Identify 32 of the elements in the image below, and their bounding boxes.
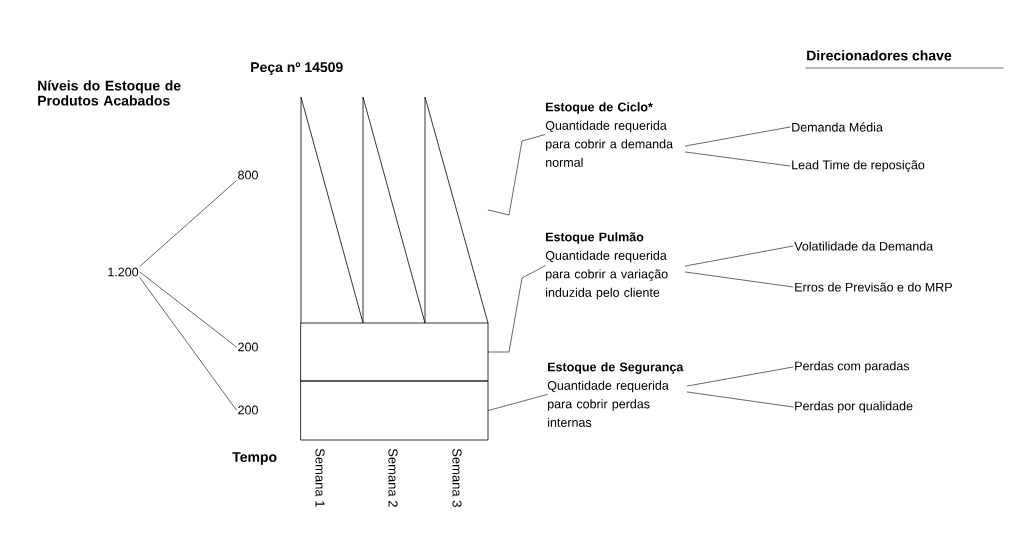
bracket-line (685, 126, 791, 147)
part-number: Peça nº 14509 (251, 62, 343, 75)
driver-text: Volatilidade da Demanda (794, 241, 934, 251)
bracket-line (487, 134, 546, 216)
bracket-line (139, 277, 237, 411)
bracket-line (488, 394, 548, 411)
bracket-line (139, 271, 237, 348)
stock-type-text: Estoque de Segurança Quantidade requerida para cobrir perdas internas (547, 362, 684, 427)
driver-text: Perdas por qualidade (795, 401, 913, 413)
bracket-line (685, 151, 791, 167)
bracket-line (685, 245, 794, 267)
level-value: 200 (238, 342, 258, 352)
stock-type-text: Estoque Pulmão Quantidade requerida para cobrir a variação induzida pelo cliente (545, 232, 668, 300)
stock-type-text: Estoque de Ciclo* Quantidade requerida para cobrir a demanda normal (545, 102, 673, 167)
bracket-line (139, 180, 237, 267)
driver-text: Perdas com paradas (795, 361, 910, 373)
level-value: 800 (238, 170, 258, 180)
axis-label: Tempo (232, 452, 277, 465)
sawtooth-drawing (300, 96, 489, 324)
column-heading: Direcionadores chave (805, 50, 1004, 69)
driver-text: Demanda Média (792, 122, 883, 132)
level-value: 200 (238, 405, 258, 415)
stock-band (300, 380, 489, 441)
chart-title: Níveis do Estoque de Produtos Acabados (38, 80, 181, 106)
driver-text: Erros de Previsão e do MRP (795, 282, 952, 292)
bracket-line (488, 265, 546, 353)
bracket-line (687, 366, 794, 387)
bracket-line (685, 271, 794, 288)
bracket-line (687, 391, 794, 408)
level-value: 1.200 (108, 267, 139, 277)
driver-text: Lead Time de reposição (792, 160, 925, 172)
stock-band (300, 322, 489, 382)
